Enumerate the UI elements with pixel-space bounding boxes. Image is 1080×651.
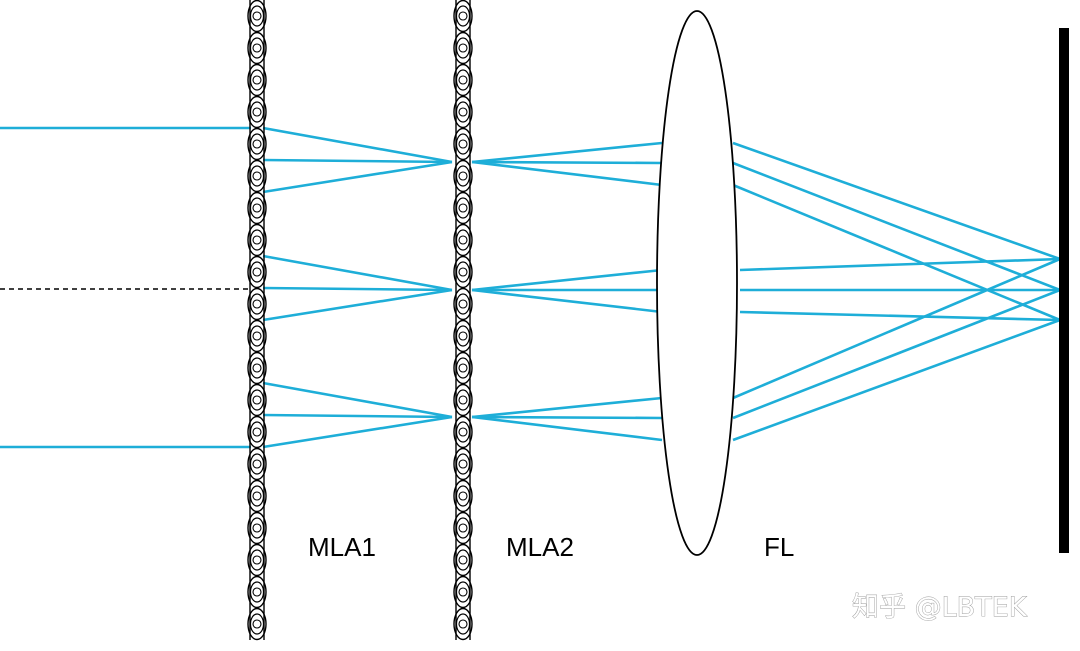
- lenslet: [453, 223, 473, 257]
- mla1-label: MLA1: [308, 532, 376, 562]
- lenslet: [453, 255, 473, 289]
- microlens-array-2: [453, 0, 473, 641]
- watermark-text: 知乎 @LBTEK: [852, 592, 1028, 623]
- lenslet: [453, 319, 473, 353]
- lenslet: [247, 127, 267, 161]
- mla2-label: MLA2: [506, 532, 574, 562]
- lenslet: [247, 351, 267, 385]
- lenslet: [453, 127, 473, 161]
- screen: [1059, 28, 1069, 553]
- lenslet: [453, 95, 473, 129]
- lenslet: [247, 479, 267, 513]
- lenslet: [247, 223, 267, 257]
- lenslet: [247, 447, 267, 481]
- focusing-lens: [656, 10, 738, 556]
- lenslet: [247, 511, 267, 545]
- microlens-array-1: [247, 0, 267, 641]
- lenslet: [453, 0, 473, 33]
- lenslet: [453, 351, 473, 385]
- lenslet: [247, 191, 267, 225]
- lenslet: [247, 415, 267, 449]
- lenslet: [453, 607, 473, 641]
- lenslet: [247, 95, 267, 129]
- rays-fl-to-screen: [732, 141, 1061, 442]
- lenslet: [453, 191, 473, 225]
- fl-label: FL: [764, 532, 794, 562]
- lenslet: [247, 319, 267, 353]
- lenslet: [453, 447, 473, 481]
- lenslet: [247, 31, 267, 65]
- lenslet: [247, 159, 267, 193]
- incoming-beams: [0, 126, 251, 449]
- lenslet: [453, 479, 473, 513]
- lenslet: [453, 63, 473, 97]
- lenslet: [453, 543, 473, 577]
- lenslet: [453, 383, 473, 417]
- lenslet: [453, 31, 473, 65]
- lenslet: [247, 63, 267, 97]
- lenslet: [247, 0, 267, 33]
- rays-mla1-to-mla2: [262, 126, 453, 449]
- lenslet: [453, 511, 473, 545]
- lenslet: [247, 575, 267, 609]
- lenslet: [247, 287, 267, 321]
- lenslet: [247, 383, 267, 417]
- lenslet: [247, 543, 267, 577]
- lenslet: [453, 159, 473, 193]
- lenslet: [453, 575, 473, 609]
- rays-mla2-to-fl: [471, 141, 663, 442]
- lenslet: [453, 287, 473, 321]
- lenslet: [453, 415, 473, 449]
- lenslet: [247, 607, 267, 641]
- lenslet: [247, 255, 267, 289]
